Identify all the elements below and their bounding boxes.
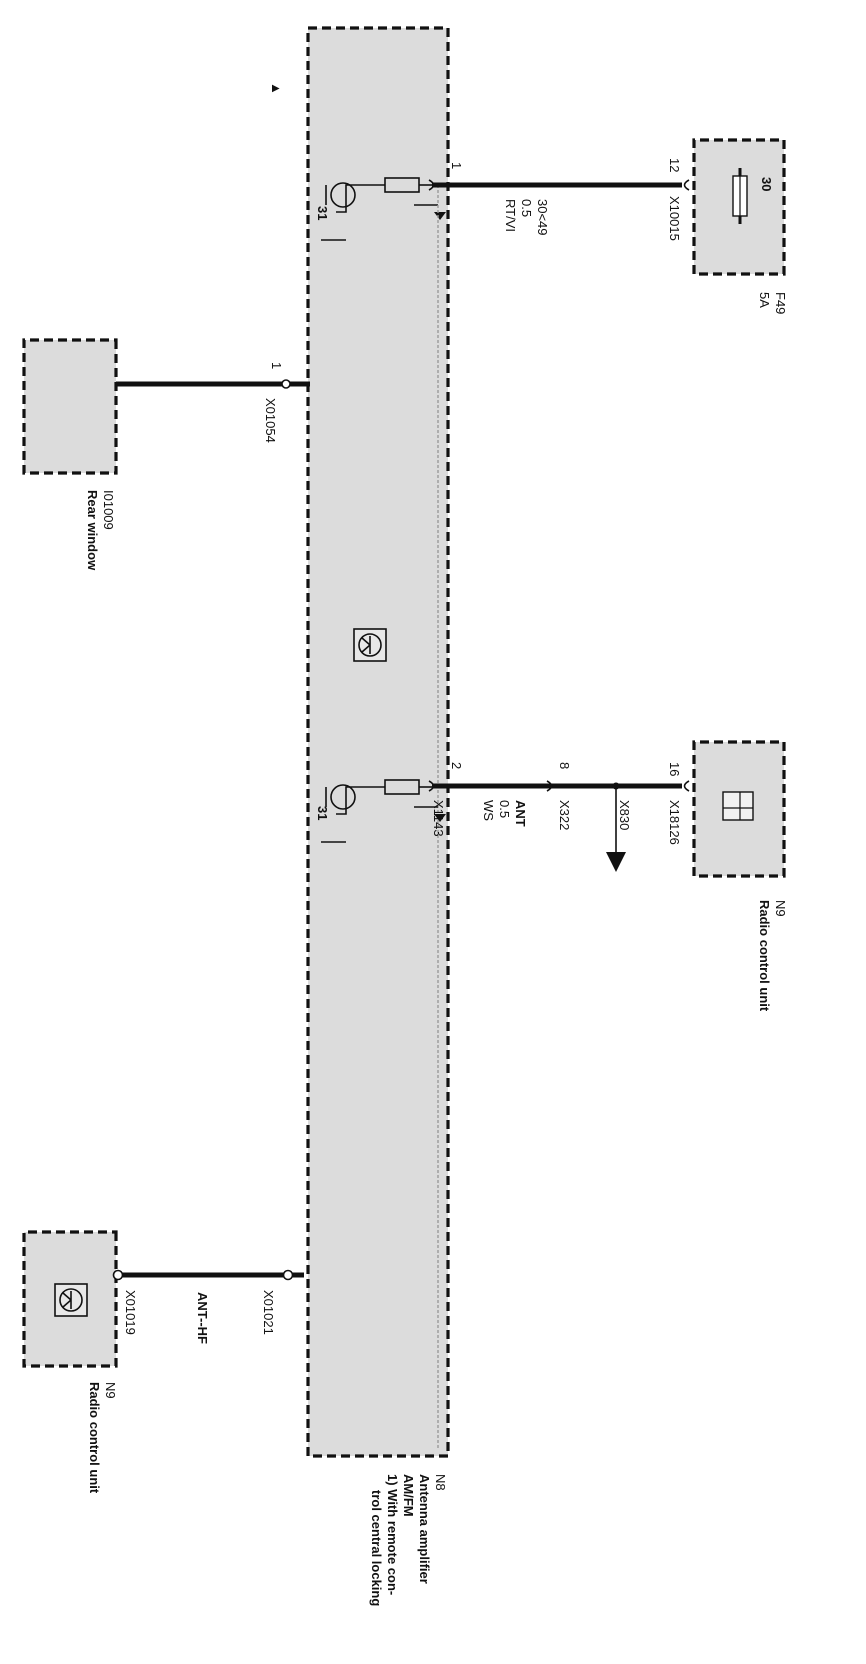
hf-connector-left-id: X01021 bbox=[261, 1290, 276, 1335]
antenna-pin-right: 16 bbox=[667, 762, 682, 776]
rear-window-name: Rear window bbox=[85, 490, 100, 571]
antenna-splice-arrow-icon bbox=[606, 852, 626, 872]
hf-wire-name: ANT--HF bbox=[195, 1292, 210, 1344]
n8-internal-circuit-2 bbox=[321, 779, 446, 843]
f49-id: F49 bbox=[773, 292, 788, 314]
hf-connector-right bbox=[112, 1269, 124, 1281]
power-connector-right bbox=[683, 179, 690, 191]
hf-connector-right-id: X01019 bbox=[123, 1290, 138, 1335]
antenna-connector-right-id: X18126 bbox=[667, 800, 682, 845]
fuse-icon bbox=[732, 168, 748, 224]
n8-desc-line-4: trol central locking bbox=[369, 1490, 384, 1606]
rear-window-box bbox=[22, 338, 118, 475]
n8-desc-line-2: AM/FM bbox=[401, 1474, 416, 1517]
n9-upper-id: N9 bbox=[773, 900, 788, 917]
f49-terminal-label: 30 bbox=[759, 177, 774, 191]
rear-window-connector-id: X01054 bbox=[263, 398, 278, 443]
n9-lower-id: N9 bbox=[103, 1382, 118, 1399]
antenna-wire-line-1: ANT bbox=[513, 800, 528, 827]
n8-desc-line-3: 1) With remote con- bbox=[385, 1474, 400, 1595]
power-pin-right: 12 bbox=[667, 158, 682, 172]
n8-antenna-amplifier-box bbox=[306, 26, 450, 1458]
rear-window-connector-pin bbox=[281, 379, 291, 389]
n8-id: N8 bbox=[433, 1474, 448, 1491]
antenna-connector-left-id: X1143 bbox=[431, 800, 446, 837]
antenna-connector-left bbox=[428, 780, 435, 792]
power-connector-id: X10015 bbox=[667, 196, 682, 241]
radio-unit-icon bbox=[722, 791, 754, 821]
power-pin-left: 1 bbox=[449, 162, 464, 169]
antenna-mid-pin: 8 bbox=[557, 762, 572, 769]
antenna-icon bbox=[54, 1283, 88, 1317]
rear-window-id: I01009 bbox=[101, 490, 116, 530]
antenna-pin-left: 2 bbox=[449, 762, 464, 769]
n8-desc-line-1: Antenna amplifier bbox=[417, 1474, 432, 1584]
antenna-connector-right bbox=[683, 780, 690, 792]
hf-connector-left bbox=[282, 1269, 294, 1281]
power-wire-line-2: 0.5 bbox=[519, 199, 534, 217]
antenna-mid-connector-id: X322 bbox=[557, 800, 572, 830]
power-wire-line-3: RT/VI bbox=[503, 199, 518, 232]
ground-label-31-b: 31 bbox=[315, 806, 330, 820]
n8-antenna-symbol-icon bbox=[353, 628, 387, 662]
n9-lower-name: Radio control unit bbox=[87, 1382, 102, 1494]
power-wire-line-1: 30<49 bbox=[535, 199, 550, 236]
antenna-wire-line-2: 0.5 bbox=[497, 800, 512, 818]
power-connector-left bbox=[428, 179, 435, 191]
f49-rating: 5A bbox=[757, 292, 772, 308]
antenna-splice-id: X830 bbox=[617, 800, 632, 830]
antenna-wire-line-3: WS bbox=[481, 800, 496, 821]
rear-window-pin: 1 bbox=[269, 362, 284, 369]
ground-label-31-a: 31 bbox=[315, 206, 330, 220]
n9-upper-name: Radio control unit bbox=[757, 900, 772, 1012]
antenna-connector-mid bbox=[546, 780, 553, 792]
n8-box-marker: ▲ bbox=[269, 82, 284, 95]
